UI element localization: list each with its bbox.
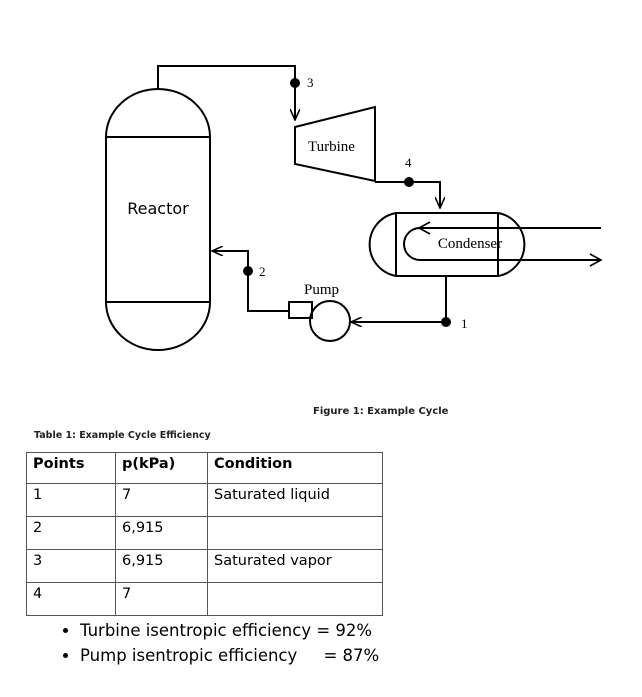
table-cell: Saturated vapor [207, 549, 383, 583]
cycle-table: Points p(kPa) Condition 1 7 Saturated li… [26, 452, 383, 616]
reactor-vessel: Reactor [105, 88, 211, 351]
turbine: Turbine [294, 105, 376, 183]
pipe-pump-to-reactor [212, 251, 289, 312]
table-cell: 3 [26, 549, 116, 583]
state-point-4-label: 4 [405, 155, 412, 170]
table-cell: 6,915 [115, 549, 208, 583]
table-row: 3 6,915 Saturated vapor [26, 549, 383, 583]
pipe-condenser-to-pump [351, 276, 447, 322]
table-cell: 6,915 [115, 516, 208, 550]
table-cell: 4 [26, 582, 116, 616]
table-cell: 7 [115, 483, 208, 517]
efficiency-notes: Turbine isentropic efficiency = 92% Pump… [38, 618, 379, 668]
cycle-diagram: Reactor 3 Turbine 4 Condenser 1 Pump 2 [105, 65, 603, 351]
condenser: Condenser [368, 212, 603, 277]
table-cell: 1 [26, 483, 116, 517]
state-point-2-label: 2 [259, 264, 266, 279]
state-point-3 [290, 78, 300, 88]
table-cell [207, 516, 383, 550]
turbine-label: Turbine [308, 139, 355, 155]
figure-caption: Figure 1: Example Cycle [313, 406, 449, 417]
table-cell: Saturated liquid [207, 483, 383, 517]
table-cell [207, 582, 383, 616]
reactor-label: Reactor [127, 199, 189, 218]
table-row: 1 7 Saturated liquid [26, 483, 383, 517]
condenser-label: Condenser [438, 236, 502, 252]
table-cell: 7 [115, 582, 208, 616]
state-point-1-label: 1 [461, 316, 468, 331]
table-header-row: Points p(kPa) Condition [26, 452, 383, 484]
table-row: 4 7 [26, 582, 383, 616]
table-row: 2 6,915 [26, 516, 383, 550]
pipe-turbine-to-condenser [375, 181, 440, 208]
list-item: Turbine isentropic efficiency = 92% [80, 618, 379, 643]
state-point-1 [441, 317, 451, 327]
table-header-cell: Points [26, 452, 116, 484]
list-item: Pump isentropic efficiency = 87% [80, 643, 379, 668]
pump-label: Pump [304, 282, 339, 298]
pipe-reactor-to-turbine [157, 65, 295, 120]
state-point-4 [404, 177, 414, 187]
table-header-cell: Condition [207, 452, 383, 484]
table-caption: Table 1: Example Cycle Efficiency [34, 430, 211, 441]
table-cell: 2 [26, 516, 116, 550]
cooling-water-tube [403, 227, 601, 261]
pump: Pump [288, 282, 351, 342]
state-point-3-label: 3 [307, 75, 314, 90]
table-header-cell: p(kPa) [115, 452, 208, 484]
state-point-2 [243, 266, 253, 276]
